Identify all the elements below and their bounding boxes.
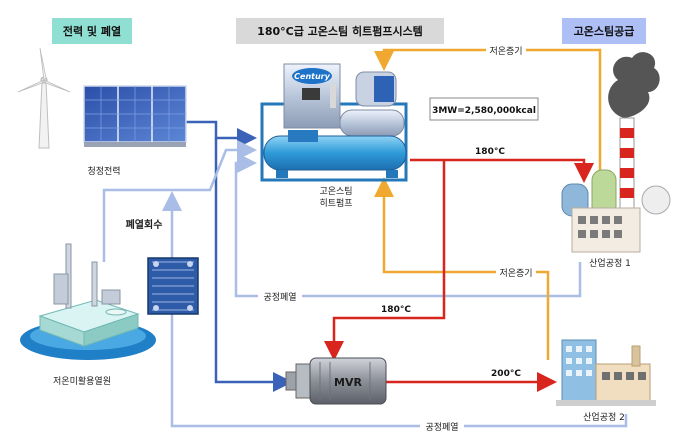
heat-pump-label-line2: 히트펌프 <box>319 197 352 209</box>
pipe-to-mvr <box>324 160 446 361</box>
header-system: 180°C급 고온스팀 히트펌프시스템 <box>236 18 444 44</box>
heat-pump-machine: Century <box>260 63 408 182</box>
low-steam-mid-text: 저온증기 <box>499 268 532 279</box>
clean-power-label: 청정전력 <box>87 165 120 177</box>
low-temp-source-label: 저온미활용열원 <box>53 375 111 387</box>
low-steam-top-tag: 저온증기 <box>486 42 526 58</box>
heat-pump-label-line1: 고온스팀 <box>319 185 352 197</box>
solar-panel-icon <box>83 85 187 147</box>
process-waste-mid-text: 공정폐열 <box>263 291 296 303</box>
heat-exchanger-icon <box>147 257 199 315</box>
offshore-platform-icon <box>20 243 156 360</box>
plant2-icon <box>556 339 656 406</box>
pipe-power-to-mvr <box>214 138 293 392</box>
pipe-clean-power <box>186 120 257 148</box>
low-steam-top-text: 저온증기 <box>489 46 522 57</box>
process-waste-bottom-tag: 공정폐열 <box>420 418 464 434</box>
header-system-text: 180°C급 고온스팀 히트펌프시스템 <box>257 24 423 38</box>
mvr-label: MVR <box>334 376 362 389</box>
header-power-waste: 전력 및 폐열 <box>52 18 132 44</box>
process-waste-bottom-text: 공정폐열 <box>425 421 458 433</box>
plant1-label: 산업공정 1 <box>589 258 631 269</box>
low-steam-mid-tag: 저온증기 <box>496 264 536 280</box>
wind-turbine-icon <box>17 47 71 149</box>
header-supply: 고온스팀공급 <box>562 18 646 44</box>
heat-pump-logo: Century <box>294 72 330 81</box>
plant1-icon <box>561 52 671 253</box>
waste-heat-recovery-label: 폐열회수 <box>126 218 163 231</box>
capacity-box: 3MW=2,580,000kcal <box>429 97 539 121</box>
capacity-text: 3MW=2,580,000kcal <box>432 106 536 116</box>
temp-to-mvr-label: 180°C <box>381 305 411 315</box>
process-waste-mid-tag: 공정폐열 <box>258 288 302 304</box>
pipe-process-waste-mid <box>234 153 582 298</box>
pipe-low-steam-mid <box>374 177 550 360</box>
header-supply-text: 고온스팀공급 <box>574 25 635 38</box>
mvr-machine: MVR <box>285 357 387 405</box>
header-power-waste-text: 전력 및 폐열 <box>63 24 121 38</box>
pipe-hp-to-plant1 <box>410 158 594 183</box>
pipe-waste-source <box>102 140 257 262</box>
temp-mvr-out-label: 200°C <box>491 369 521 379</box>
temp-hp-out-label: 180°C <box>475 147 505 157</box>
plant2-label: 산업공정 2 <box>583 412 625 423</box>
